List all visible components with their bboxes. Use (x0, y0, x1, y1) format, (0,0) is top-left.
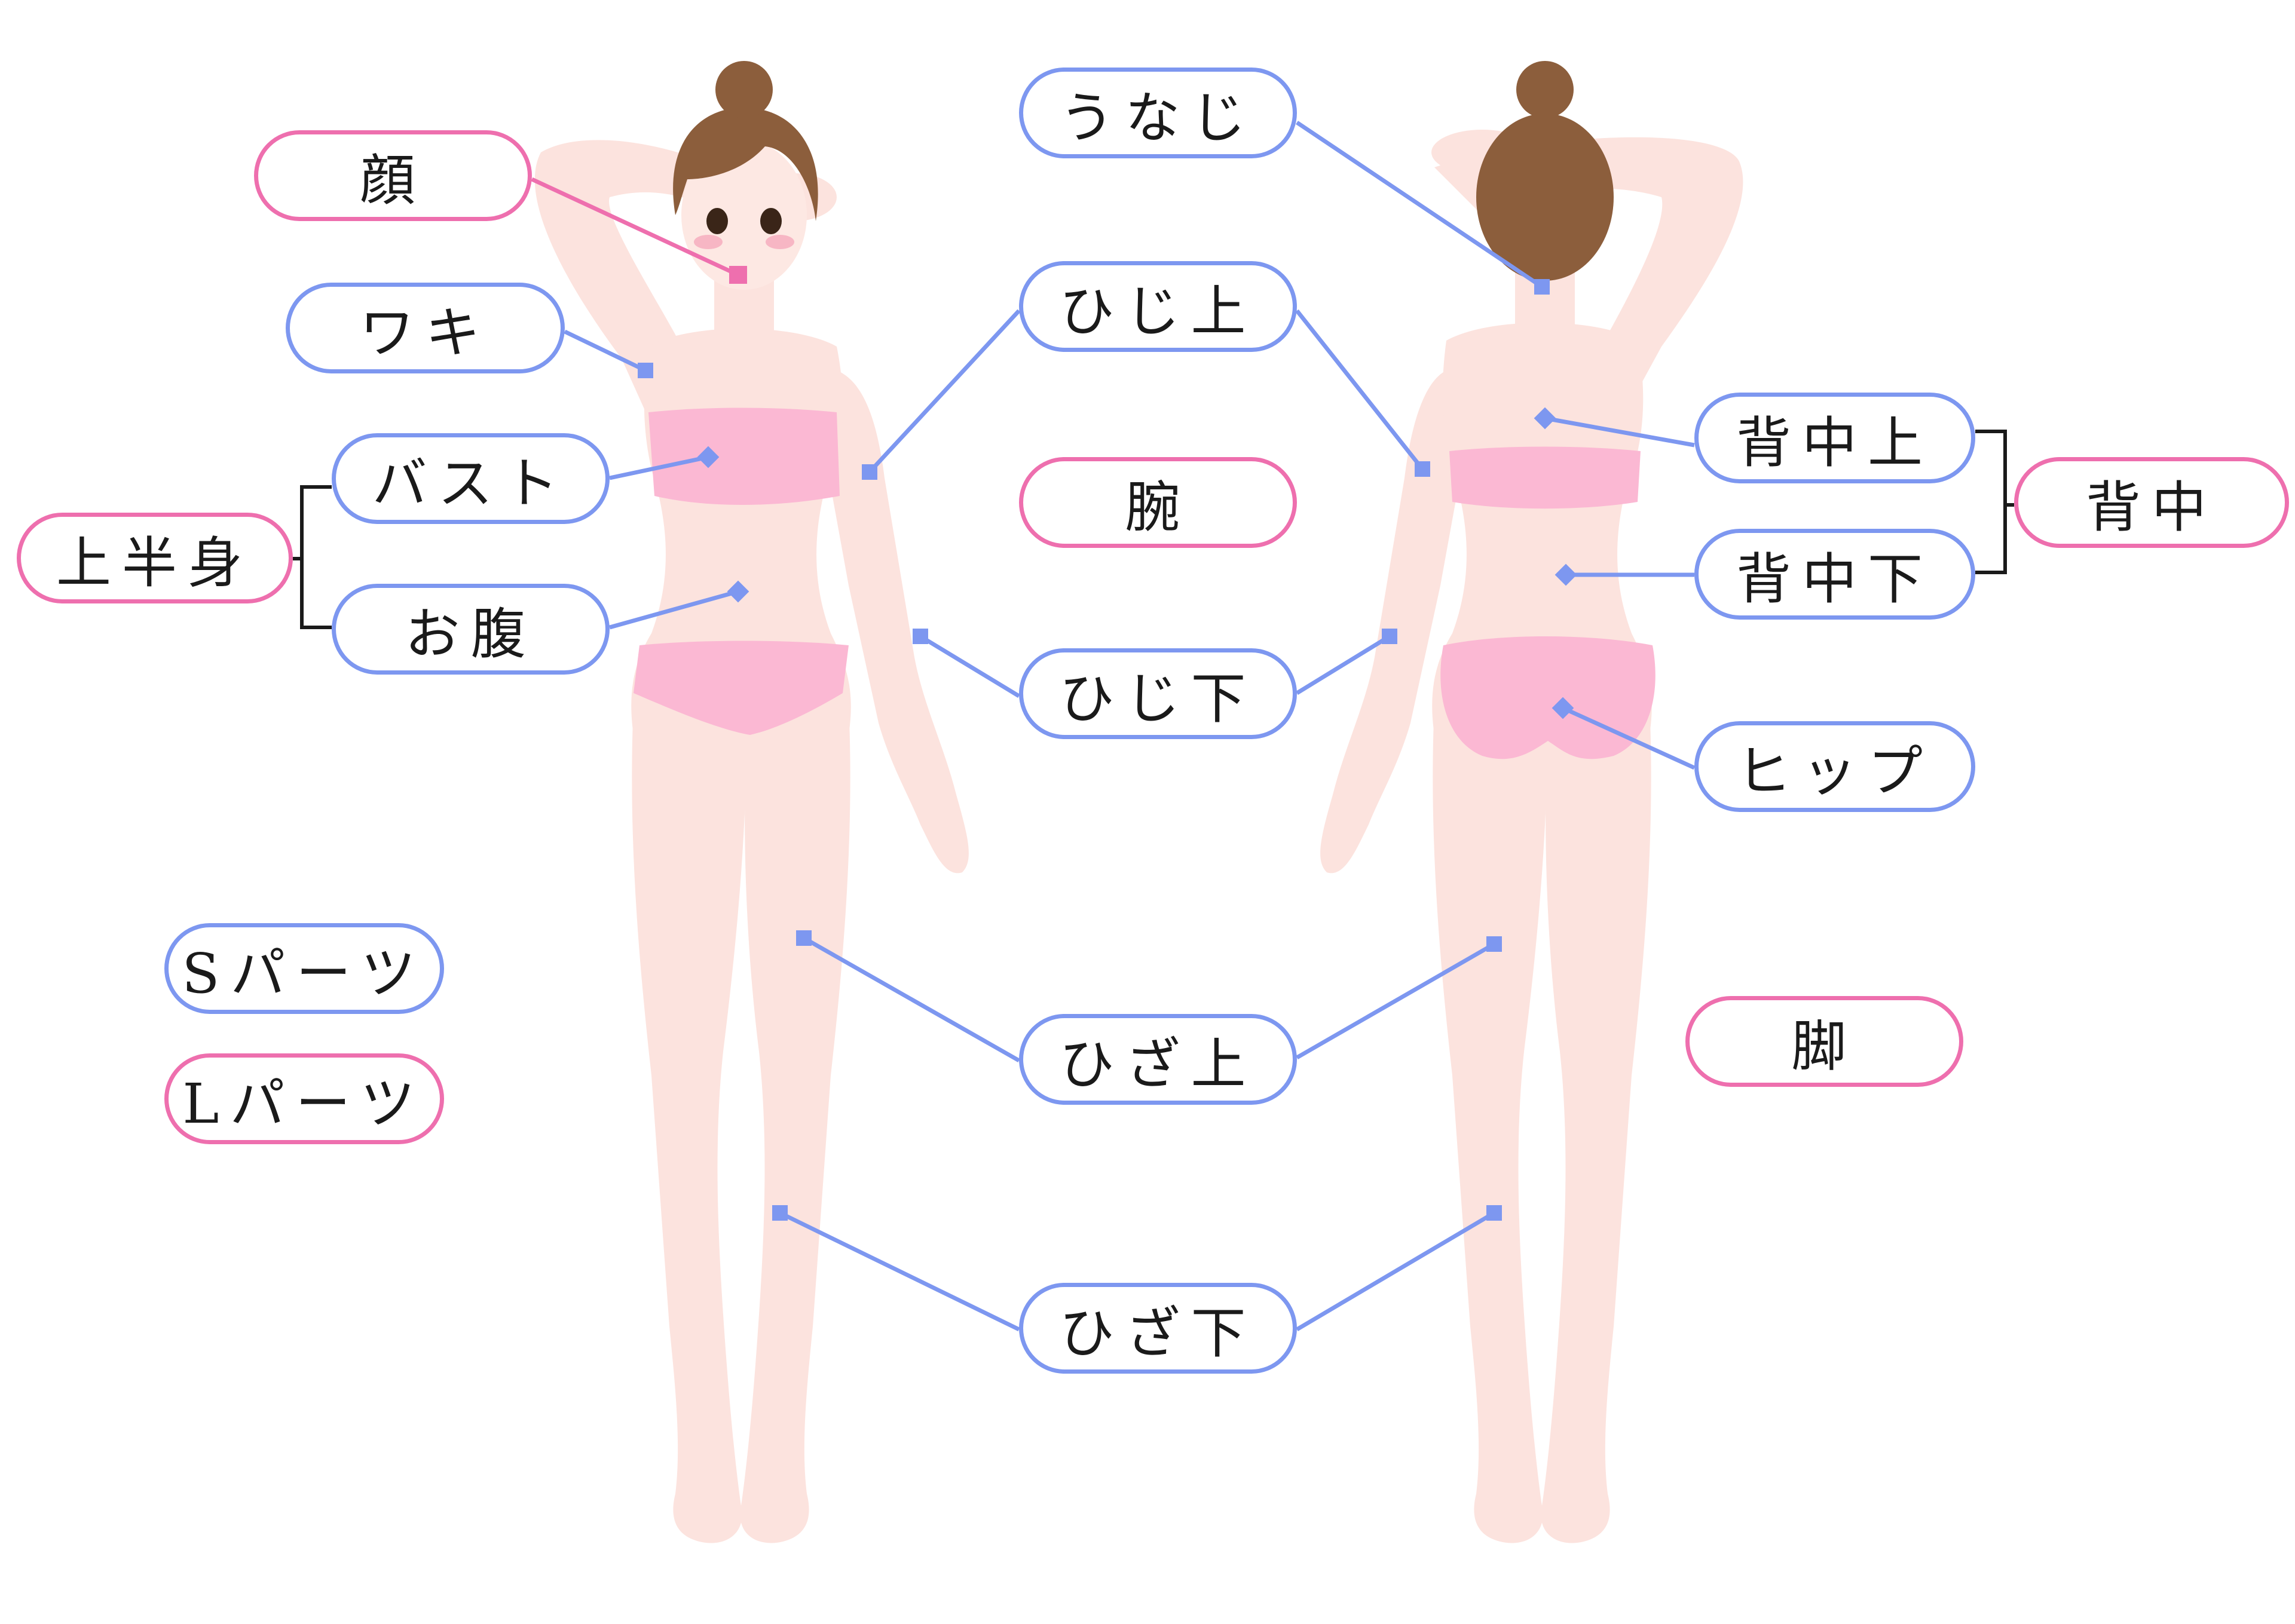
marker-lower-elbow-back (1382, 629, 1397, 644)
connector-underarm (564, 329, 647, 373)
connector-lower-elbow-back (1296, 635, 1391, 695)
label-lower-back: 背中下 (1694, 529, 1975, 620)
label-underarm: ワキ (286, 283, 565, 373)
back-hair-bun (1516, 61, 1574, 118)
marker-underarm (638, 363, 653, 378)
label-upper-knee: ひざ上 (1019, 1014, 1297, 1105)
label-nape: うなじ (1019, 68, 1297, 158)
marker-upper-knee-back (1486, 936, 1502, 952)
front-face (681, 140, 807, 290)
connector-lower-knee-back (1296, 1211, 1495, 1332)
marker-face (729, 266, 747, 284)
connector-lower-knee-front (779, 1211, 1020, 1332)
connector-upper-back (1544, 416, 1695, 448)
label-lower-elbow: ひじ下 (1019, 648, 1297, 739)
label-leg: 脚 (1685, 996, 1963, 1087)
marker-upper-knee-front (796, 930, 812, 946)
bracket-back (1975, 430, 2007, 574)
label-face: 顔 (254, 130, 532, 221)
front-right-leg (740, 705, 850, 1543)
front-figure (534, 61, 969, 1543)
connector-nape (1296, 121, 1543, 289)
marker-lower-elbow-front (913, 629, 928, 644)
marker-lower-back (1555, 563, 1577, 586)
back-briefs (1440, 636, 1656, 759)
connector-bust (609, 455, 709, 480)
back-left-leg (1433, 705, 1548, 1543)
legend-s-parts: Sパーツ (164, 923, 444, 1014)
connector-upper-elbow-back (1295, 309, 1424, 471)
connectors (531, 121, 1696, 1332)
front-briefs (634, 641, 849, 735)
label-lower-knee: ひざ下 (1019, 1283, 1297, 1374)
label-hip: ヒップ (1694, 721, 1975, 812)
connector-face (531, 177, 739, 277)
front-hair-bun (715, 61, 773, 118)
legend-l-parts: Lパーツ (164, 1053, 444, 1144)
back-figure (1320, 61, 1743, 1543)
label-back: 背中 (2014, 457, 2289, 548)
back-right-leg (1541, 705, 1651, 1543)
marker-bust (697, 446, 720, 468)
connector-upper-knee-front (803, 936, 1020, 1063)
marker-hip (1552, 697, 1574, 719)
marker-belly (727, 580, 749, 603)
label-belly: お腹 (332, 584, 610, 675)
connector-lower-elbow-front (919, 635, 1020, 698)
connector-upper-knee-back (1296, 942, 1495, 1060)
marker-upper-elbow-front (862, 464, 877, 480)
back-hanging-arm (1320, 370, 1464, 874)
front-eye-right (760, 208, 782, 234)
bracket-upper-body (300, 485, 332, 629)
connector-markers (638, 266, 1577, 1221)
marker-nape (1534, 279, 1550, 295)
back-raised-arm (1434, 137, 1743, 412)
front-left-leg (632, 705, 747, 1543)
front-eye-left (706, 208, 728, 234)
back-hair (1476, 114, 1614, 281)
connector-belly (609, 589, 739, 630)
connector-upper-elbow-front (868, 309, 1021, 474)
front-cheek-right (766, 235, 794, 249)
label-upper-elbow: ひじ上 (1019, 261, 1297, 352)
front-hair (673, 108, 818, 221)
front-bandeau (648, 407, 840, 505)
label-upper-back: 背中上 (1694, 393, 1975, 483)
label-arm: 腕 (1019, 457, 1297, 548)
marker-lower-knee-front (772, 1205, 788, 1221)
label-upper-body: 上半身 (17, 513, 293, 603)
marker-upper-elbow-back (1415, 461, 1430, 477)
marker-upper-back (1534, 407, 1556, 430)
front-cheek-left (694, 235, 723, 249)
marker-lower-knee-back (1486, 1205, 1502, 1221)
back-bandeau (1449, 446, 1641, 509)
front-hanging-arm (825, 370, 969, 874)
connector-hip (1562, 706, 1696, 770)
label-bust: バスト (332, 433, 610, 524)
